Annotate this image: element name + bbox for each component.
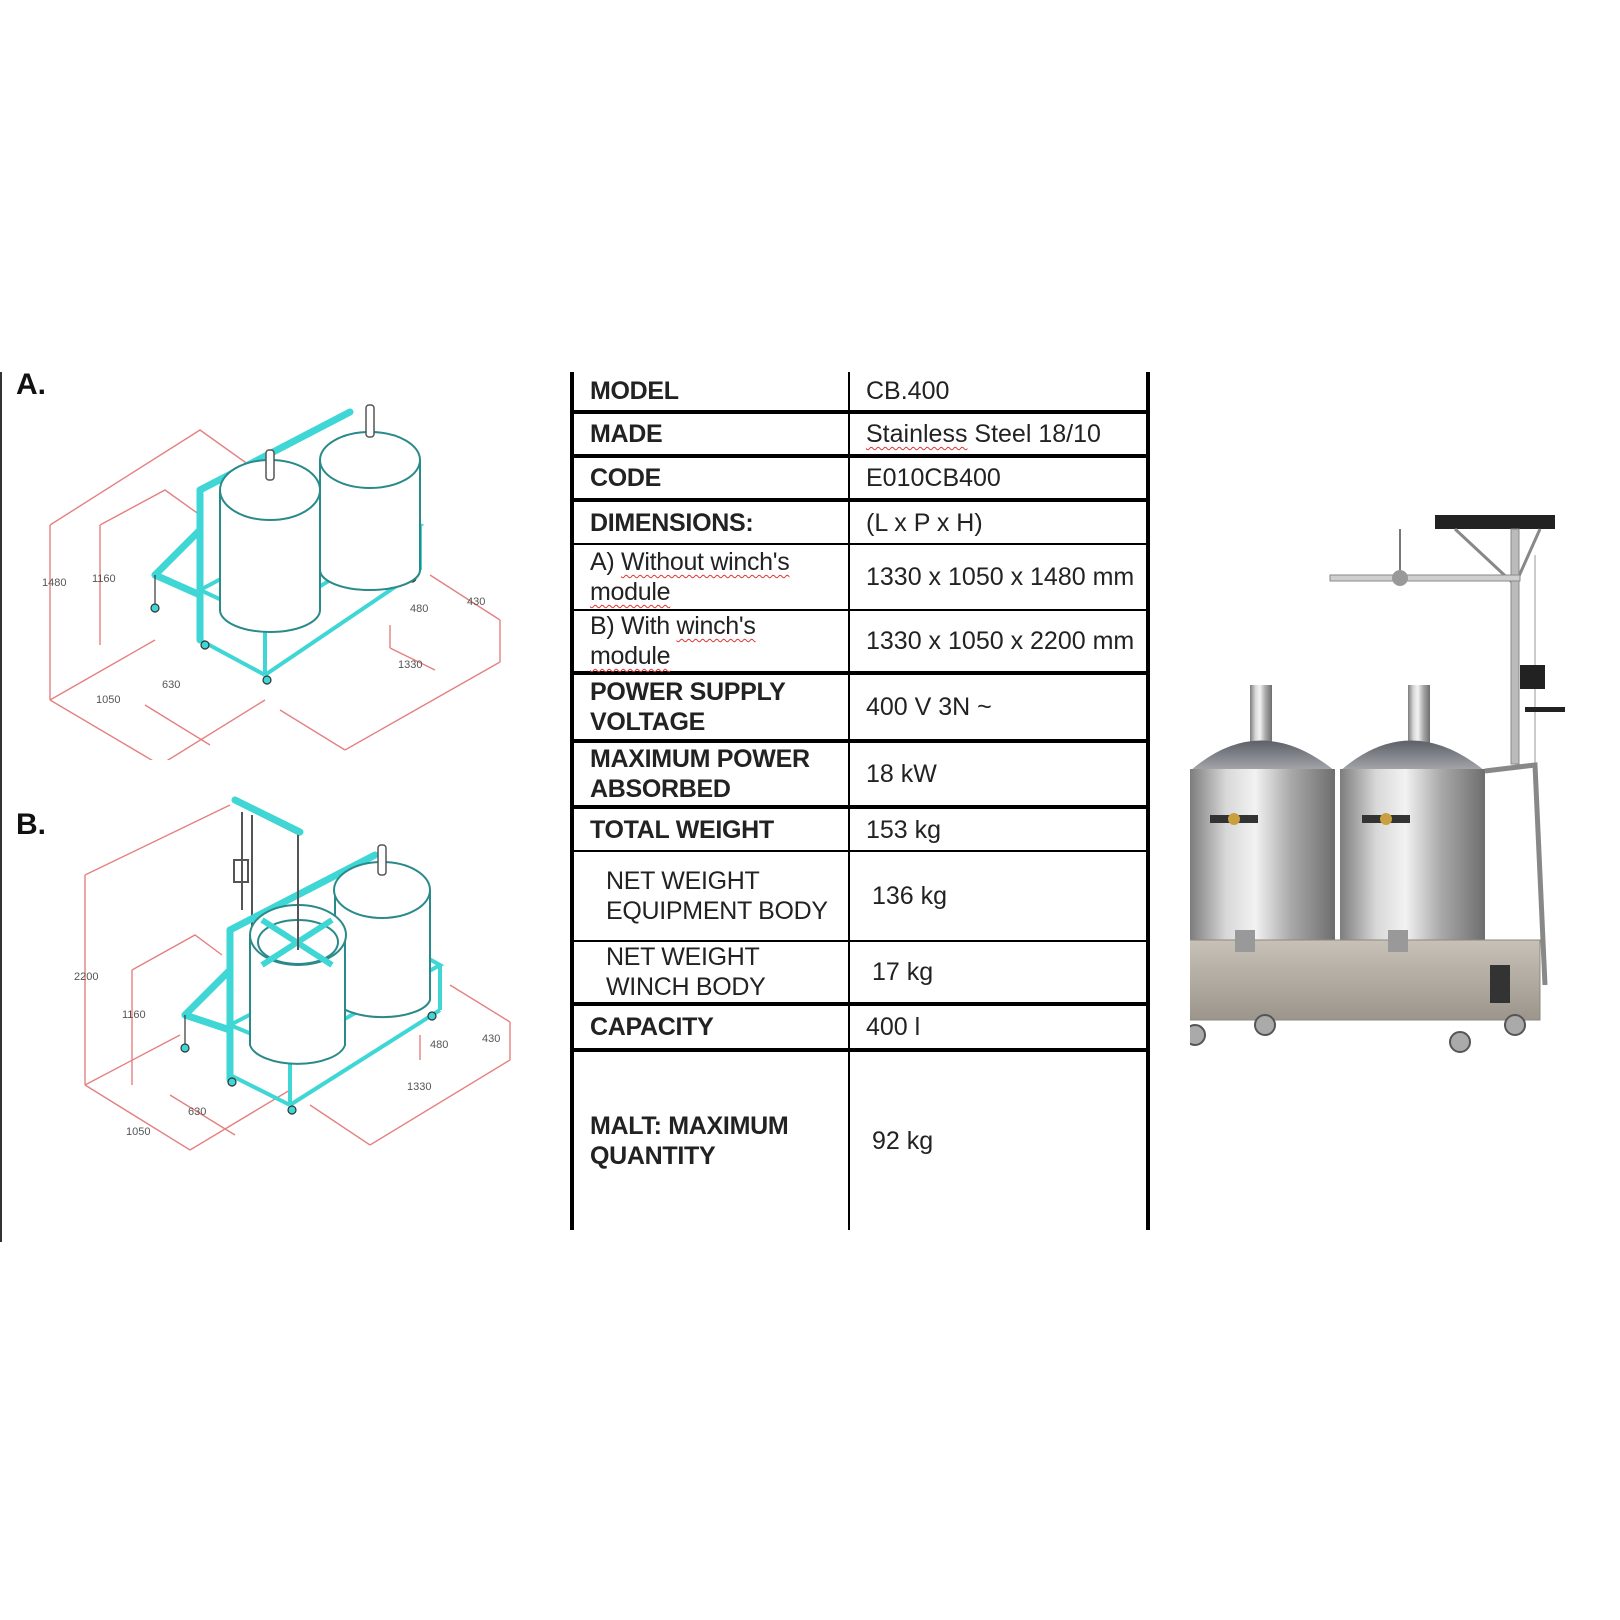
svg-text:1330: 1330 xyxy=(407,1081,431,1093)
row-value: 18 kW xyxy=(848,740,1150,809)
row-value: 17 kg xyxy=(848,940,1150,1006)
table-row-power-supply: POWER SUPPLY VOLTAGE 400 V 3N ~ xyxy=(570,672,1150,743)
row-key: TOTAL WEIGHT xyxy=(570,806,850,852)
row-key: NET WEIGHT EQUIPMENT BODY xyxy=(570,850,850,942)
figure-label-a: A. xyxy=(16,368,46,401)
row-value: 400 l xyxy=(848,1003,1150,1052)
row-value: Stainless Steel 18/10 xyxy=(848,411,1150,458)
row-key: NET WEIGHT WINCH BODY xyxy=(570,940,850,1006)
row-key: MODEL xyxy=(570,372,850,414)
svg-text:480: 480 xyxy=(410,603,428,615)
row-value: 136 kg xyxy=(848,850,1150,942)
row-key: DIMENSIONS: xyxy=(570,499,850,545)
technical-drawing-b: 2200 1160 480 430 630 1050 1330 xyxy=(70,790,520,1210)
svg-text:1160: 1160 xyxy=(92,573,116,585)
svg-text:630: 630 xyxy=(188,1106,206,1118)
row-key: CAPACITY xyxy=(570,1003,850,1052)
winch-crossbar xyxy=(1435,515,1555,529)
row-key: CODE xyxy=(570,455,850,502)
row-value: 92 kg xyxy=(848,1049,1150,1230)
row-value: E010CB400 xyxy=(848,455,1150,502)
svg-text:430: 430 xyxy=(467,596,485,608)
row-value: 1330 x 1050 x 2200 mm xyxy=(848,609,1150,675)
svg-text:2200: 2200 xyxy=(74,971,98,983)
table-row-code: CODE E010CB400 xyxy=(570,455,1150,502)
row-key: POWER SUPPLY VOLTAGE xyxy=(570,672,850,743)
svg-text:1050: 1050 xyxy=(96,694,120,706)
table-row-capacity: CAPACITY 400 l xyxy=(570,1003,1150,1052)
table-row-total-weight: TOTAL WEIGHT 153 kg xyxy=(570,806,1150,852)
svg-text:1480: 1480 xyxy=(42,577,66,589)
svg-text:480: 480 xyxy=(430,1039,448,1051)
table-row-net-weight-equipment: NET WEIGHT EQUIPMENT BODY 136 kg xyxy=(570,850,1150,942)
row-value: 1330 x 1050 x 1480 mm xyxy=(848,543,1150,611)
svg-text:630: 630 xyxy=(162,679,180,691)
table-row-dimensions: DIMENSIONS: (L x P x H) xyxy=(570,499,1150,545)
row-value: 153 kg xyxy=(848,806,1150,852)
row-key: MAXIMUM POWER ABSORBED xyxy=(570,740,850,809)
svg-text:430: 430 xyxy=(482,1033,500,1045)
table-row-malt-quantity: MALT: MAXIMUM QUANTITY 92 kg xyxy=(570,1049,1150,1230)
row-value: (L x P x H) xyxy=(848,499,1150,545)
svg-text:1050: 1050 xyxy=(126,1126,150,1138)
specification-table: MODEL CB.400 MADE Stainless Steel 18/10 … xyxy=(570,372,1150,1230)
row-key: MALT: MAXIMUM QUANTITY xyxy=(570,1049,850,1230)
row-key: MADE xyxy=(570,411,850,458)
row-value: 400 V 3N ~ xyxy=(848,672,1150,743)
svg-text:1160: 1160 xyxy=(122,1009,146,1021)
table-row-net-weight-winch: NET WEIGHT WINCH BODY 17 kg xyxy=(570,940,1150,1006)
product-photo xyxy=(1169,515,1580,1055)
spellcheck-underlined-text: Stainless xyxy=(866,420,968,448)
figure-label-b: B. xyxy=(16,808,46,841)
row-value: CB.400 xyxy=(848,372,1150,414)
technical-drawing-a: 1480 1160 480 430 630 1050 1330 xyxy=(30,400,510,760)
table-row-model: MODEL CB.400 xyxy=(570,372,1150,414)
row-value-rest: Steel 18/10 xyxy=(967,420,1101,448)
table-row-max-power: MAXIMUM POWER ABSORBED 18 kW xyxy=(570,740,1150,809)
table-row-made: MADE Stainless Steel 18/10 xyxy=(570,411,1150,458)
left-border-line xyxy=(0,372,2,1242)
svg-text:1330: 1330 xyxy=(398,659,422,671)
